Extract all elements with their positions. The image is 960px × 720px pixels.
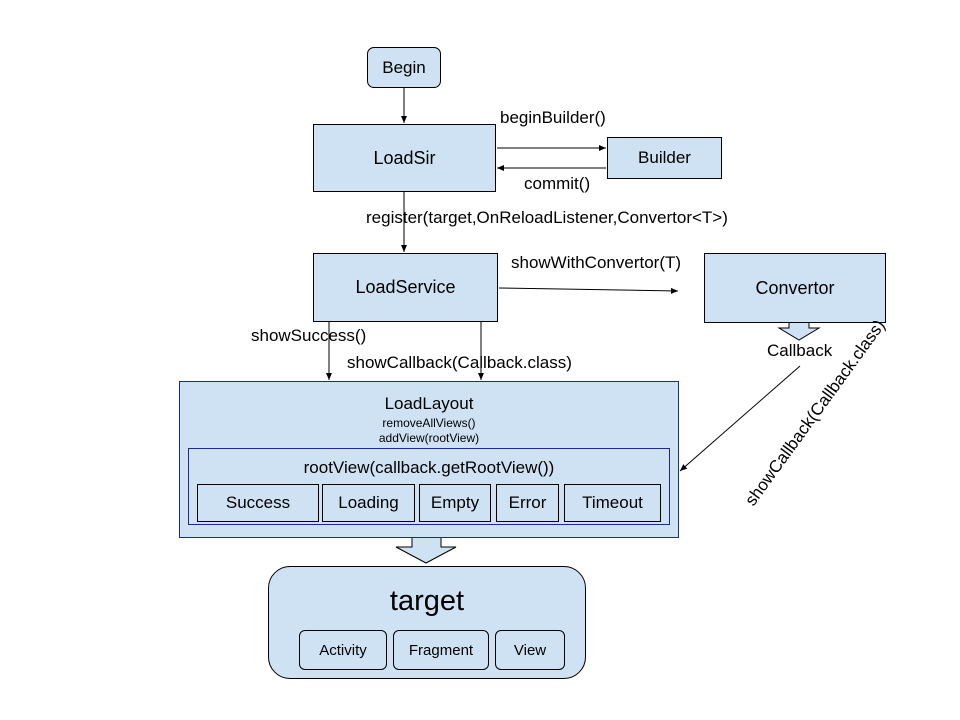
edge-label-register: register(target,OnReloadListener,Convert… — [366, 208, 728, 227]
callback-loading: Loading — [322, 484, 415, 522]
edge-label-begin-builder: beginBuilder() — [500, 108, 606, 127]
target-activity: Activity — [299, 630, 387, 670]
node-loadservice: LoadService — [313, 253, 498, 322]
edge-label-show-callback: showCallback(Callback.class) — [347, 353, 572, 372]
edge-label-show-success: showSuccess() — [251, 326, 367, 345]
node-target: target Activity Fragment View — [268, 566, 586, 679]
callback-empty: Empty — [419, 484, 491, 522]
rootview-title: rootView(callback.getRootView()) — [303, 458, 555, 477]
arrow-callback-rootview — [679, 365, 801, 472]
arrow-loadservice-convertor — [498, 287, 679, 294]
node-rootview: rootView(callback.getRootView()) Success… — [188, 448, 670, 525]
loadlayout-remove-all-views: removeAllViews() — [382, 416, 476, 430]
edge-label-commit: commit() — [524, 174, 591, 193]
node-builder: Builder — [607, 137, 722, 179]
node-loadsir: LoadSir — [313, 124, 496, 192]
loadlayout-title: LoadLayout — [384, 394, 474, 413]
node-callback: Callback — [767, 341, 833, 360]
node-begin: Begin — [367, 47, 441, 88]
node-loadlayout: LoadLayout removeAllViews() addView(root… — [179, 381, 679, 538]
target-view: View — [495, 630, 565, 670]
callback-error: Error — [496, 484, 559, 522]
target-title: target — [389, 585, 465, 617]
edge-label-show-with-convertor: showWithConvertor(T) — [511, 253, 682, 272]
node-convertor: Convertor — [704, 253, 886, 323]
loadlayout-add-view: addView(rootView) — [378, 431, 480, 445]
callback-success: Success — [197, 484, 319, 522]
callback-timeout: Timeout — [564, 484, 661, 522]
target-fragment: Fragment — [393, 630, 489, 670]
